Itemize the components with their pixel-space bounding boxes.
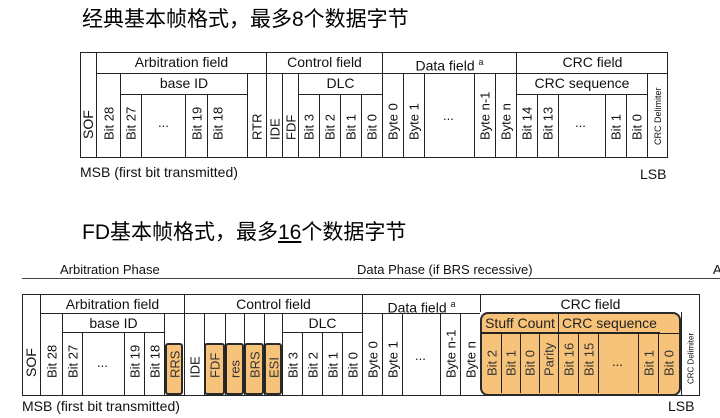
bit19-cell: Bit 19 (185, 95, 207, 157)
crc-delimiter-cell: CRC Delimiter (647, 74, 667, 157)
fd-dlc-bit0-cell: Bit 0 (342, 333, 362, 395)
byte-n-cell: Byte n (495, 74, 516, 157)
classic-frame-title: 经典基本帧格式，最多8个数据字节 (82, 8, 409, 31)
byte1-cell: Byte 1 (403, 74, 424, 157)
arbitration-dots-cell: ... (141, 95, 185, 157)
phase-line (22, 278, 720, 279)
fd-byte0-cell: Byte 0 (362, 314, 382, 395)
fd-crc-field-header: CRC field (480, 295, 700, 312)
rrs-highlight (165, 343, 183, 395)
fd-ide-cell: IDE (184, 314, 204, 395)
crc-bit14-cell: Bit 14 (516, 95, 537, 157)
fd-crc-bit15-cell: Bit 15 (578, 333, 598, 393)
classic-lsb-label: LSB (640, 166, 667, 182)
classic-msb-label: MSB (first bit transmitted) (80, 164, 238, 180)
dlc-bit0-cell: Bit 0 (361, 95, 382, 157)
fd-byte1-cell: Byte 1 (382, 314, 402, 395)
fd-crc-dots-cell: ... (598, 333, 638, 393)
data-phase-label: Data Phase (if BRS recessive) (355, 262, 535, 277)
dlc-bit2-cell: Bit 2 (319, 95, 340, 157)
fd-sof-cell: SOF (23, 348, 39, 377)
fd-crc-sequence-header: CRC sequence (558, 314, 660, 333)
dlc-header: DLC (298, 74, 382, 95)
base-id-spacer (227, 74, 247, 157)
fd-dlc-bit3-cell: Bit 3 (282, 333, 302, 395)
rrs-cell: RRS (164, 314, 184, 395)
fd-crc-bit1-cell: Bit 1 (638, 333, 658, 393)
fd-data-dots-cell: ... (402, 314, 440, 395)
fd-crc-bit0-cell: Bit 0 (658, 333, 679, 393)
fd-bit28-cell: Bit 28 (40, 314, 62, 395)
crc-bit13-cell: Bit 13 (537, 95, 558, 157)
arbitration-field-header: Arbitration field (96, 53, 266, 74)
crc-bit1-cell: Bit 1 (605, 95, 626, 157)
ide-cell: IDE (266, 74, 282, 157)
fd-dlc-header: DLC (282, 314, 362, 333)
byte0-cell: Byte 0 (382, 74, 403, 157)
fd-lsb-label: LSB (668, 398, 695, 414)
brs-highlight (244, 343, 264, 395)
control-field-header: Control field (266, 53, 382, 74)
fd-base-id-header: base ID (62, 314, 164, 333)
fd-byte-n-cell: Byte n (460, 314, 480, 395)
fd-bit18-cell: Bit 18 (144, 333, 164, 395)
crc-field-header: CRC field (516, 53, 668, 74)
stuff-count-bit0-cell: Bit 0 (520, 333, 539, 393)
esi-highlight (264, 343, 282, 395)
byte-n1-cell: Byte n-1 (474, 74, 495, 157)
rtr-cell: RTR (247, 74, 266, 157)
bit27-cell: Bit 27 (120, 95, 141, 157)
fd-byte-n1-cell: Byte n-1 (440, 314, 460, 395)
arbitration-phase-label-cut: A (712, 262, 720, 277)
parity-cell: Parity (539, 333, 558, 393)
brs-cell: BRS (244, 314, 264, 395)
fd-dlc-bit2-cell: Bit 2 (302, 333, 322, 395)
crc-sequence-header: CRC sequence (516, 74, 647, 95)
dlc-bit1-cell: Bit 1 (340, 95, 361, 157)
classic-frame-border (80, 52, 668, 158)
fdf-cell: FDF (282, 74, 298, 157)
fd-frame-title: FD基本帧格式，最多16个数据字节 (82, 221, 407, 244)
res-highlight (225, 343, 244, 395)
fd-arbitration-dots-cell: ... (82, 333, 124, 395)
fd-dlc-bit1-cell: Bit 1 (322, 333, 342, 395)
res-cell: res (225, 314, 244, 395)
fdf-highlight (204, 343, 225, 395)
base-id-header: base ID (120, 74, 247, 95)
fd-fdf-cell: FDF (204, 314, 225, 395)
bit18-cell: Bit 18 (207, 95, 227, 157)
fd-crc-delimiter-cell: CRC Delimiter (681, 312, 699, 395)
data-field-header: Data field a (382, 53, 516, 74)
fd-control-field-header: Control field (184, 295, 362, 314)
crc-dots-cell: ... (558, 95, 605, 157)
fd-msb-label: MSB (first bit transmitted) (22, 398, 180, 414)
fd-bit19-cell: Bit 19 (124, 333, 144, 395)
sof-cell: SOF (80, 110, 96, 139)
stuff-count-bit2-cell: Bit 2 (482, 333, 501, 393)
crc-bit0-cell: Bit 0 (626, 95, 647, 157)
stuff-count-header: Stuff Count (482, 314, 558, 333)
arbitration-phase-label: Arbitration Phase (58, 262, 162, 277)
fd-bit27-cell: Bit 27 (62, 333, 82, 395)
fd-arbitration-field-header: Arbitration field (40, 295, 184, 314)
fd-crc-bit16-cell: Bit 16 (558, 333, 578, 393)
fd-data-field-header: Data field a (362, 295, 480, 314)
crc-field-highlight (480, 312, 681, 396)
esi-cell: ESI (264, 314, 282, 395)
dlc-bit3-cell: Bit 3 (298, 95, 319, 157)
bit28-cell: Bit 28 (96, 74, 120, 157)
data-dots-cell: ... (424, 74, 474, 157)
fd-frame-border (22, 294, 700, 396)
stuff-count-bit1-cell: Bit 1 (501, 333, 520, 393)
